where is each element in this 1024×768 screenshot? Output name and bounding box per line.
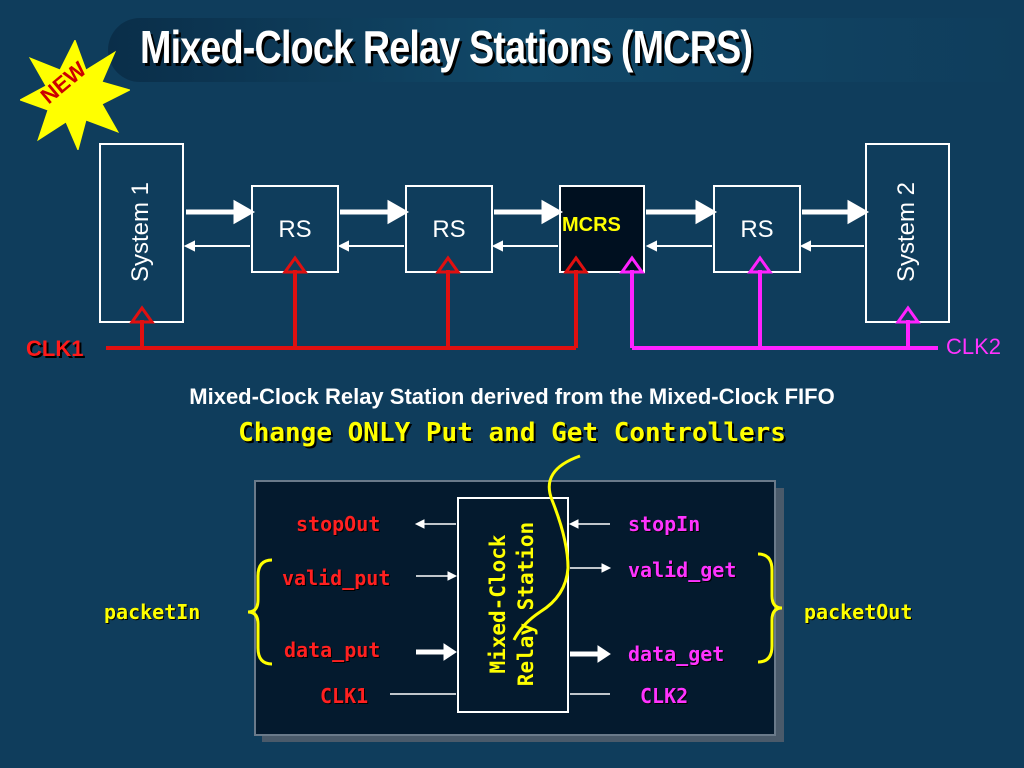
mcrs-interface-label: Mixed-Clock Relay Station <box>484 494 544 714</box>
backward-arrows <box>183 240 864 252</box>
caption: Mixed-Clock Relay Station derived from t… <box>189 384 835 409</box>
mcrs-label: MCRS <box>562 214 621 236</box>
clk2-label-top: CLK2 <box>946 334 1002 359</box>
clk1-label-bottom: CLK1 <box>320 684 369 708</box>
valid-put-label: valid_put <box>282 566 391 590</box>
forward-arrows <box>186 199 870 225</box>
packetin-brace <box>247 558 273 666</box>
rs-label-2: RS <box>432 216 466 243</box>
data-put-label: data_put <box>284 638 381 662</box>
mcrs-interface-panel <box>254 480 776 736</box>
packetin-label: packetIn <box>104 600 201 624</box>
title-bar <box>108 18 1024 82</box>
mcrs-box <box>559 185 645 273</box>
subcaption: Change ONLY Put and Get Controllers <box>238 418 786 448</box>
rs-label-1: RS <box>278 216 312 243</box>
slide-title: Mixed-Clock Relay Stations (MCRS) <box>140 21 753 73</box>
interface-arrows <box>390 519 612 695</box>
center-label-line2: Relay Station <box>514 521 538 687</box>
stopin-label: stopIn <box>628 512 701 536</box>
new-badge-starburst <box>20 40 130 150</box>
rs-label-3: RS <box>740 216 774 243</box>
callout-curve <box>512 454 581 641</box>
packetout-brace <box>757 552 783 664</box>
stopout-label: stopOut <box>296 512 381 536</box>
clk2-label-bottom: CLK2 <box>640 684 689 708</box>
center-label-line1: Mixed-Clock <box>486 534 510 674</box>
data-get-label: data_get <box>628 642 725 666</box>
clk2-network <box>619 255 938 350</box>
valid-get-label: valid_get <box>628 558 737 582</box>
packetout-label: packetOut <box>804 600 913 624</box>
clk1-network <box>106 255 589 350</box>
mcrs-interface-box <box>457 497 569 713</box>
clk1-label-top: CLK1 <box>26 336 84 361</box>
